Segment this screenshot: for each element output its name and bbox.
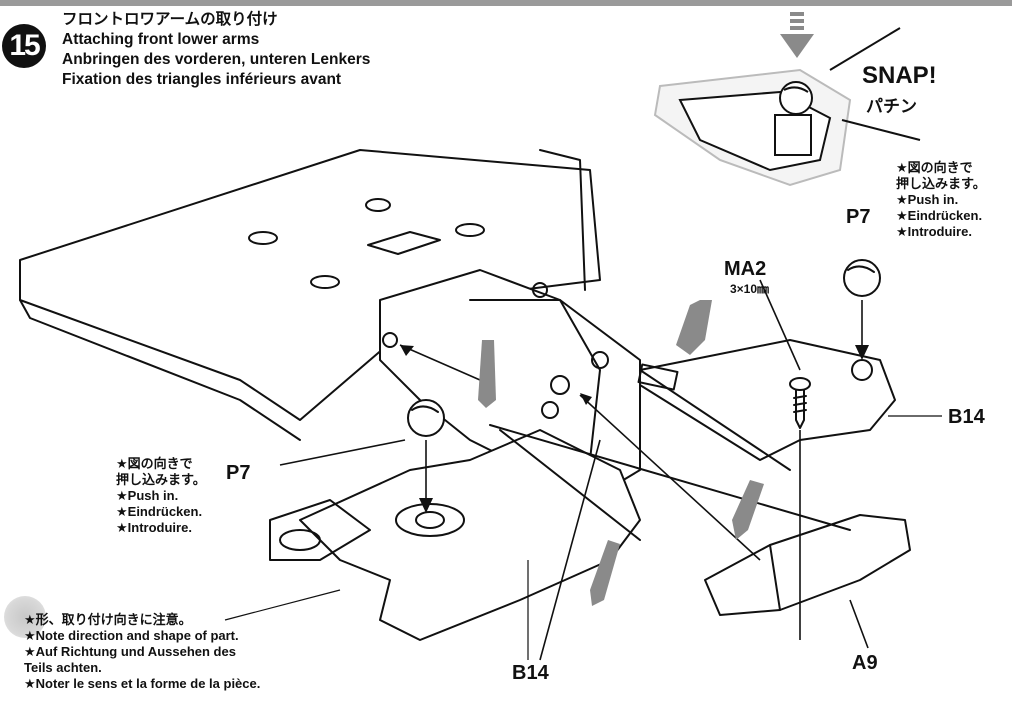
step-number: 15 bbox=[9, 29, 40, 62]
push-note-left-jp2: 押し込みます。 bbox=[116, 472, 206, 487]
push-note-right: ★図の向きで 押し込みます。 ★Push in. ★Eindrücken. ★I… bbox=[896, 160, 986, 240]
step-titles: フロントロワアームの取り付け Attaching front lower arm… bbox=[62, 10, 370, 90]
push-note-left-en: ★Push in. bbox=[116, 488, 179, 503]
direction-note-de2: Teils achten. bbox=[24, 660, 102, 675]
label-ma2-size: 3×10㎜ bbox=[730, 282, 770, 296]
push-note-right-jp2: 押し込みます。 bbox=[896, 176, 986, 191]
label-b14-right: B14 bbox=[948, 406, 985, 428]
label-ma2: MA2 bbox=[724, 258, 767, 280]
title-de: Anbringen des vorderen, unteren Lenkers bbox=[62, 51, 371, 68]
push-note-left: ★図の向きで 押し込みます。 ★Push in. ★Eindrücken. ★I… bbox=[116, 456, 206, 536]
screw-ma2 bbox=[789, 377, 811, 429]
push-note-right-de: ★Eindrücken. bbox=[896, 208, 983, 223]
step-number-badge: 15 bbox=[2, 24, 46, 68]
direction-note-de1: ★Auf Richtung und Aussehen des bbox=[24, 644, 236, 659]
label-p7-right: P7 bbox=[846, 206, 871, 228]
left-lower-arm bbox=[299, 429, 641, 641]
ball-p7-right bbox=[843, 259, 881, 297]
push-note-left-de: ★Eindrücken. bbox=[116, 504, 203, 519]
title-fr: Fixation des triangles inférieurs avant bbox=[62, 71, 342, 88]
push-note-right-jp1: ★図の向きで bbox=[896, 160, 973, 175]
chassis-plate-edge bbox=[19, 299, 301, 441]
direction-note-fr: ★Noter le sens et la forme de la pièce. bbox=[24, 676, 261, 691]
push-note-right-fr: ★Introduire. bbox=[896, 224, 972, 239]
left-arm-inner bbox=[269, 499, 371, 561]
direction-note-jp: ★形、取り付け向きに注意。 bbox=[24, 612, 192, 627]
title-jp: フロントロワアームの取り付け bbox=[62, 11, 278, 28]
push-note-left-fr: ★Introduire. bbox=[116, 520, 192, 535]
label-a9: A9 bbox=[852, 652, 878, 674]
gray-arrows bbox=[478, 300, 764, 606]
direction-note-en: ★Note direction and shape of part. bbox=[24, 628, 239, 643]
right-lower-arm bbox=[639, 339, 896, 461]
caution-stamp-icon bbox=[4, 596, 46, 638]
snap-label-jp: パチン bbox=[866, 97, 917, 116]
top-border bbox=[0, 0, 1012, 6]
title-en: Attaching front lower arms bbox=[62, 31, 260, 48]
push-note-right-en: ★Push in. bbox=[896, 192, 959, 207]
snap-inset bbox=[653, 27, 921, 187]
ball-p7-left bbox=[407, 399, 445, 437]
snap-label: SNAP! bbox=[862, 62, 937, 89]
chassis-side-rail bbox=[539, 149, 586, 291]
label-p7-left: P7 bbox=[226, 462, 251, 484]
direction-note: ★形、取り付け向きに注意。 ★Note direction and shape … bbox=[24, 612, 260, 692]
push-note-left-jp1: ★図の向きで bbox=[116, 456, 193, 471]
snap-arrow bbox=[780, 12, 814, 58]
label-b14-bottom: B14 bbox=[512, 662, 549, 684]
